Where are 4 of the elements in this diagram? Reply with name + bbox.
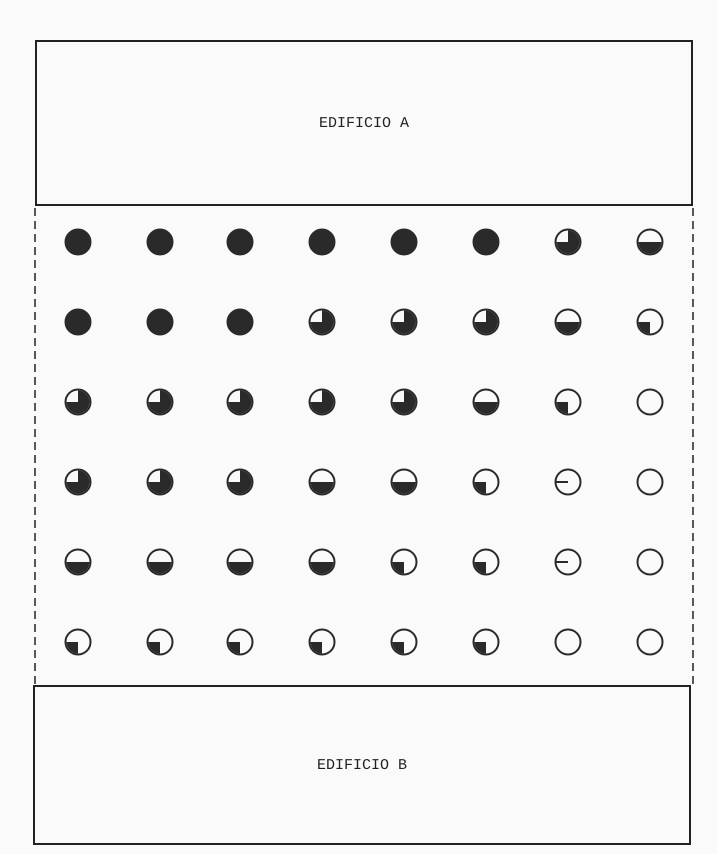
building-label: EDIFICIO A bbox=[318, 114, 409, 132]
building-box bbox=[35, 40, 693, 206]
building-box bbox=[33, 685, 691, 845]
building-label: EDIFICIO B bbox=[316, 756, 407, 774]
